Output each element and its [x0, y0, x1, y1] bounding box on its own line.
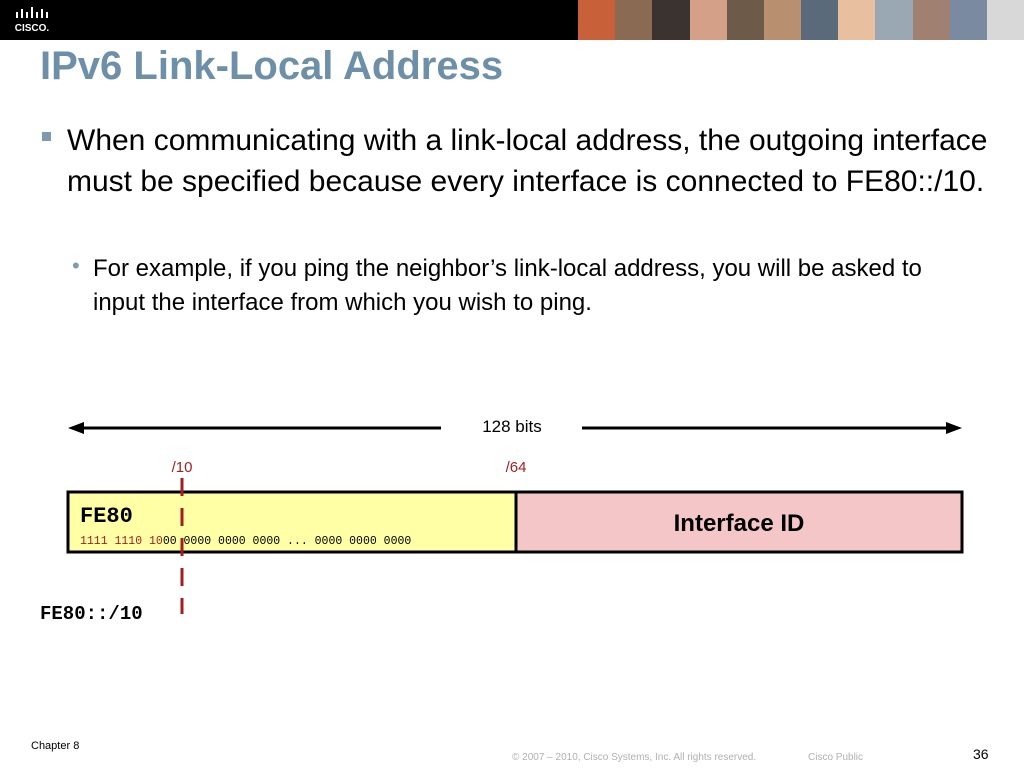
photo-tile	[726, 0, 764, 40]
bits-label: 128 bits	[482, 417, 542, 436]
photo-tile	[875, 0, 913, 40]
photo-tile	[689, 0, 727, 40]
footer-chapter: Chapter 8	[31, 740, 80, 752]
dot-bullet-icon: •	[72, 253, 80, 278]
photo-tile	[986, 0, 1024, 40]
slide-title: IPv6 Link-Local Address	[40, 44, 504, 88]
photo-tile	[763, 0, 802, 40]
photo-tile	[615, 0, 653, 40]
page-number: 36	[973, 746, 989, 762]
prefix-label: FE80	[80, 504, 133, 529]
photo-tile	[652, 0, 690, 40]
header-bar: CISCO.	[0, 0, 1024, 40]
marker-10-label: /10	[172, 459, 193, 476]
arrow-left-icon	[68, 422, 84, 434]
cisco-logo-icon: CISCO.	[15, 7, 50, 34]
footer-copyright: © 2007 – 2010, Cisco Systems, Inc. All r…	[512, 752, 757, 763]
arrow-right-icon	[946, 422, 962, 434]
photo-tile	[838, 0, 876, 40]
sub-bullet-text: For example, if you ping the neighbor’s …	[93, 255, 922, 316]
square-bullet-icon	[42, 132, 51, 141]
footer-classification: Cisco Public	[808, 752, 864, 763]
prefix-bits-fixed: 1111 1110 10	[80, 535, 163, 548]
photo-tile	[912, 0, 950, 40]
sub-bullet-item: • For example, if you ping the neighbor’…	[72, 252, 972, 320]
prefix-bits: 1111 1110 1000 0000 0000 0000 ... 0000 0…	[80, 535, 411, 548]
marker-64-label: /64	[506, 459, 527, 476]
photo-tile	[801, 0, 839, 40]
photo-strip	[578, 0, 1024, 40]
photo-tile	[949, 0, 987, 40]
photo-tile	[578, 0, 616, 40]
interface-id-label: Interface ID	[674, 510, 805, 537]
svg-text:CISCO.: CISCO.	[15, 23, 50, 34]
bullet-item: When communicating with a link-local add…	[40, 120, 990, 202]
interface-id-box	[514, 490, 964, 554]
prefix-note: FE80::/10	[40, 603, 143, 625]
prefix-box	[66, 490, 518, 554]
prefix-bits-rest: 00 0000 0000 0000 ... 0000 0000 0000	[163, 535, 412, 548]
bullet-text: When communicating with a link-local add…	[67, 124, 988, 198]
